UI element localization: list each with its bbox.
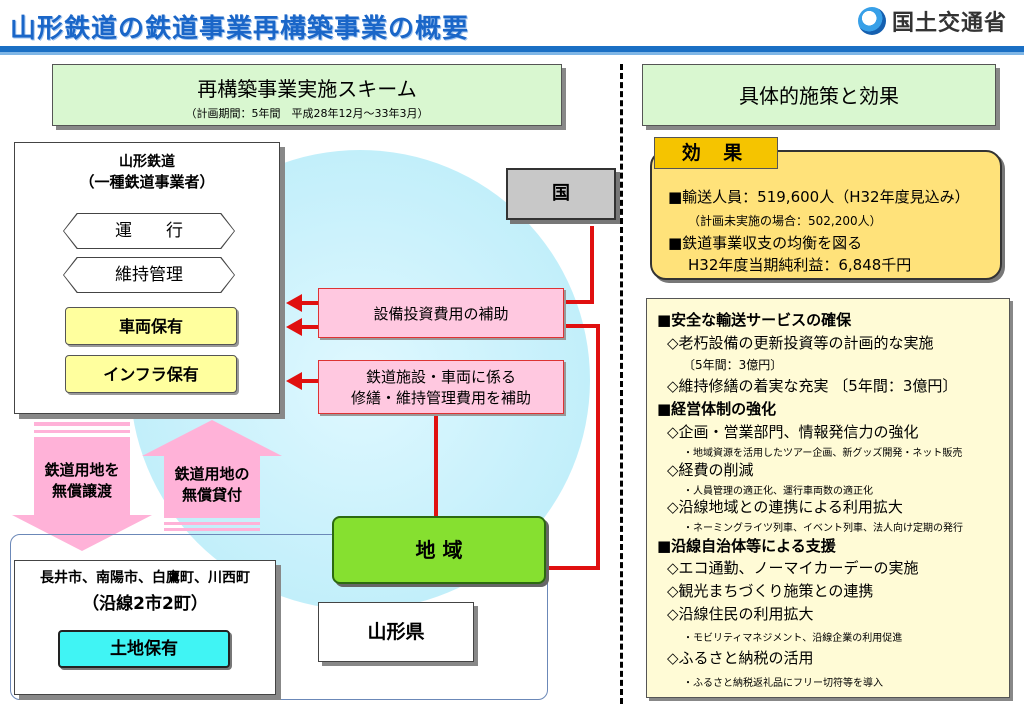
municipalities-box: 長井市、南陽市、白鷹町、川西町 （沿線2市2町） bbox=[14, 560, 276, 695]
capex-subsidy-box: 設備投資費用の補助 bbox=[318, 288, 564, 338]
land-transfer-label: 鉄道用地を 無償譲渡 bbox=[34, 460, 130, 502]
scheme-title-box: 再構築事業実施スキーム （計画期間：5年間 平成28年12月～33年3月） bbox=[52, 64, 562, 126]
measure-item: ・ネーミングライツ列車、イベント列車、法人向け定期の発行 bbox=[683, 523, 963, 534]
maintenance-subsidy-box: 鉄道施設・車両に係る 修繕・維持管理費用を補助 bbox=[318, 360, 564, 414]
transfer-arrow-stripe bbox=[34, 422, 130, 426]
lease-arrow-body bbox=[164, 456, 260, 518]
measure-item: ◇観光まちづくり施策との連携 bbox=[667, 582, 874, 600]
effect-balance: ■鉄道事業収支の均衡を図る bbox=[668, 234, 863, 252]
ministry-emblem-icon bbox=[858, 7, 886, 35]
measure-item: ◇沿線住民の利用拡大 bbox=[667, 605, 814, 623]
effect-ridership: ■輸送人員：519,600人（H32年度見込み） bbox=[668, 188, 970, 206]
effect-net-income: H32年度当期純利益：6,848千円 bbox=[688, 256, 912, 274]
measure-item: ◇ふるさと納税の活用 bbox=[667, 649, 814, 667]
measure-item: ・ふるさと納税返礼品にフリー切符等を導入 bbox=[683, 678, 883, 689]
land-lease-label: 鉄道用地の 無償貸付 bbox=[164, 464, 260, 506]
effects-badge: 効 果 bbox=[654, 137, 778, 169]
scheme-title: 再構築事業実施スキーム bbox=[197, 77, 417, 101]
measure-item: ・人員管理の適正化、運行車両数の適正化 bbox=[683, 486, 873, 497]
land-ownership-box: 土地保有 bbox=[58, 630, 230, 668]
transfer-arrow-stripe bbox=[34, 430, 130, 433]
measure-item: ◇企画・営業部門、情報発信力の強化 bbox=[667, 423, 919, 441]
effects-box: ■輸送人員：519,600人（H32年度見込み） （計画未実施の場合：502,2… bbox=[650, 150, 1002, 280]
measure-item: ◇沿線地域との連携による利用拡大 bbox=[667, 498, 903, 516]
subsidy-arrow-3-icon bbox=[286, 372, 302, 390]
national-government-box: 国 bbox=[506, 168, 616, 220]
land-lease-line1: 鉄道用地の bbox=[174, 465, 250, 483]
role-operation-label: 運 行 bbox=[64, 214, 234, 248]
effect-ridership-baseline: （計画未実施の場合：502,200人） bbox=[688, 214, 882, 228]
region-group-frame bbox=[10, 534, 548, 700]
railway-type: （一種鉄道事業者） bbox=[79, 173, 215, 191]
subsidy-arrow-3-shaft bbox=[300, 379, 318, 383]
subsidy-arrow-1-icon bbox=[286, 294, 302, 312]
header-divider bbox=[0, 46, 1024, 52]
subsidy-arrow-1-shaft bbox=[300, 301, 320, 305]
lease-arrow-stripe bbox=[164, 528, 260, 531]
transfer-arrow-head-icon bbox=[12, 515, 152, 551]
ministry-name: 国土交通省 bbox=[892, 11, 1008, 36]
role-maintenance-label: 維持管理 bbox=[64, 258, 234, 292]
chiiki-subsidy-line bbox=[434, 412, 438, 518]
land-lease-line2: 無償貸付 bbox=[181, 486, 242, 504]
scheme-period: （計画期間：5年間 平成28年12月～33年3月） bbox=[185, 107, 429, 120]
measure-item: ◇老朽設備の更新投資等の計画的な実施 bbox=[667, 334, 934, 352]
kuni-vertical-line bbox=[590, 226, 594, 302]
land-transfer-line2: 無償譲渡 bbox=[51, 482, 112, 500]
header-divider-light bbox=[0, 52, 1024, 55]
vehicle-ownership: 車両保有 bbox=[65, 307, 237, 345]
infrastructure-ownership: インフラ保有 bbox=[65, 355, 237, 393]
maintenance-subsidy-line2: 修繕・維持管理費用を補助 bbox=[350, 389, 531, 407]
role-maintenance: 維持管理 bbox=[63, 257, 235, 293]
maintenance-subsidy-line1: 鉄道施設・車両に係る bbox=[365, 368, 516, 386]
ministry-logo: 国土交通省 bbox=[858, 6, 1007, 36]
section-divider bbox=[620, 64, 623, 704]
role-operation: 運 行 bbox=[63, 213, 235, 249]
municipalities-names: 長井市、南陽市、白鷹町、川西町 bbox=[40, 570, 250, 586]
effects-title: 具体的施策と効果 bbox=[642, 64, 996, 126]
lease-arrow-head-icon bbox=[142, 420, 282, 456]
kuni-horizontal-line bbox=[564, 300, 594, 304]
railway-name: 山形鉄道 bbox=[119, 154, 175, 170]
land-transfer-line1: 鉄道用地を bbox=[44, 461, 120, 479]
measure-item: ・地域資源を活用したツアー企画、新グッズ開発・ネット販売 bbox=[683, 448, 963, 459]
measure-item: ■沿線自治体等による支援 bbox=[657, 537, 836, 555]
transfer-arrow-body bbox=[34, 437, 130, 515]
chiiki-top-line bbox=[562, 324, 600, 328]
railway-operator-box: 山形鉄道 （一種鉄道事業者） 運 行 維持管理 車両保有 インフラ保有 bbox=[14, 142, 280, 414]
measure-item: ■経営体制の強化 bbox=[657, 400, 777, 418]
subsidy-arrow-2-shaft bbox=[300, 325, 320, 329]
measure-item: ■安全な輸送サービスの確保 bbox=[657, 311, 852, 329]
measure-item: 〔5年間：3億円〕 bbox=[683, 358, 783, 372]
chiiki-connector-line bbox=[548, 566, 600, 570]
measure-item: ・モビリティマネジメント、沿線企業の利用促進 bbox=[683, 633, 903, 644]
chiiki-right-line bbox=[596, 324, 600, 570]
lease-arrow-stripe bbox=[164, 522, 260, 525]
measure-item: ◇経費の削減 bbox=[667, 461, 754, 479]
page-title: 山形鉄道の鉄道事業再構築事業の概要 bbox=[10, 14, 470, 44]
municipalities-count: （沿線2市2町） bbox=[82, 594, 208, 614]
region-box: 地 域 bbox=[332, 516, 546, 584]
measure-item: ◇維持修繕の着実な充実 〔5年間：3億円〕 bbox=[667, 377, 958, 395]
measures-box: ■安全な輸送サービスの確保 ◇老朽設備の更新投資等の計画的な実施 〔5年間：3億… bbox=[646, 298, 1010, 698]
subsidy-arrow-2-icon bbox=[286, 318, 302, 336]
prefecture-box: 山形県 bbox=[318, 602, 474, 662]
measure-item: ◇エコ通勤、ノーマイカーデーの実施 bbox=[667, 559, 919, 577]
